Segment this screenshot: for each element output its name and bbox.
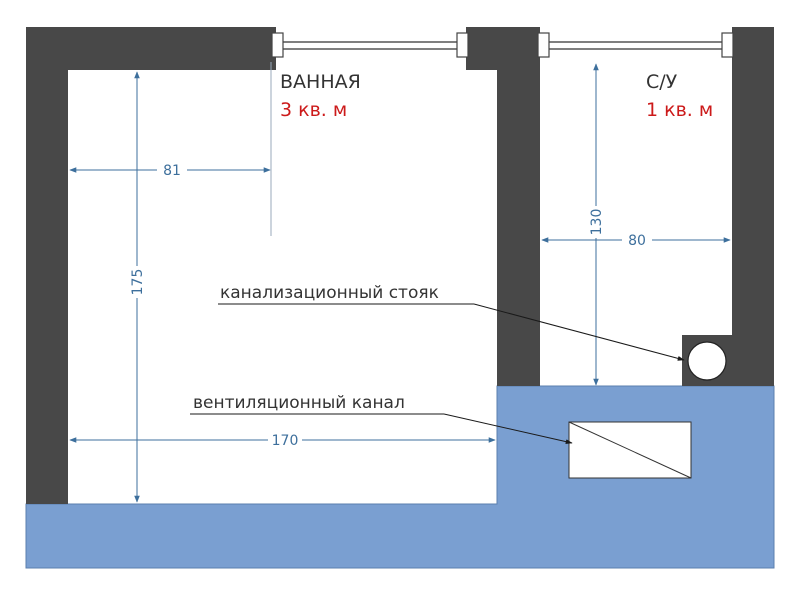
wall-left <box>26 27 68 504</box>
callout-text-sewer-riser: канализационный стояк <box>220 283 439 303</box>
ventilation-channel <box>568 421 692 479</box>
sewer-riser <box>682 335 732 386</box>
dim-text-130: 130 <box>589 209 605 236</box>
dim-text-175: 175 <box>130 269 146 296</box>
room-area-wc: 1 кв. м <box>646 99 713 121</box>
dim-text-80: 80 <box>628 233 646 249</box>
callout-leader-vent-channel <box>190 413 573 444</box>
room-name-wc: С/У <box>646 71 678 93</box>
callout-text-vent-channel: вентиляционный канал <box>193 393 405 413</box>
dim-text-81: 81 <box>163 163 181 179</box>
wall-top-left <box>26 27 276 70</box>
wall-right <box>732 27 774 386</box>
door-wc <box>537 32 734 58</box>
door-bathroom <box>271 32 469 58</box>
room-name-bathroom: ВАННАЯ <box>280 71 361 93</box>
dim-text-170: 170 <box>272 433 299 449</box>
room-area-bathroom: 3 кв. м <box>280 99 347 121</box>
wall-partition <box>497 27 540 386</box>
callout-leader-sewer-riser <box>218 303 685 361</box>
